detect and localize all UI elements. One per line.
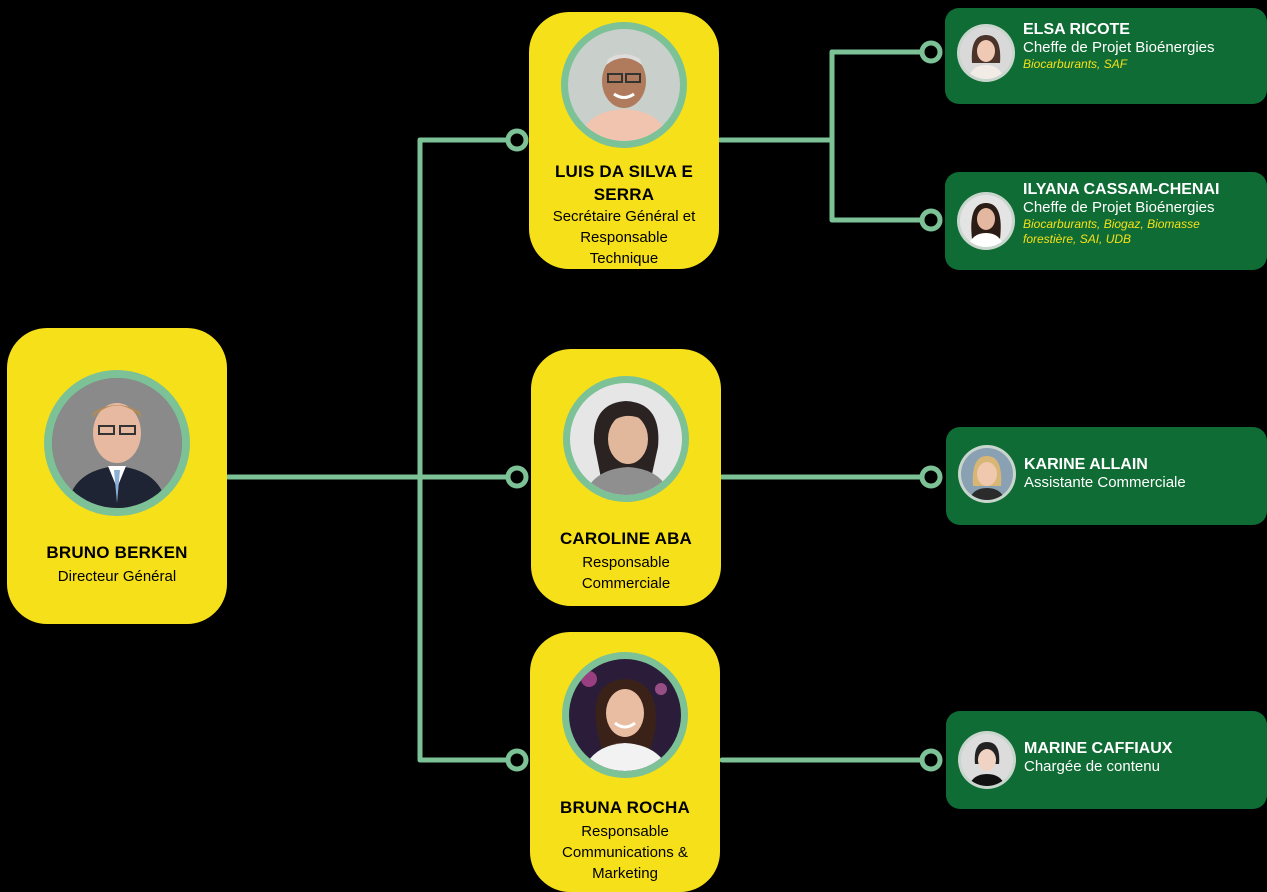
manager-avatar-ring <box>561 22 687 148</box>
staff-text-karine: KARINE ALLAIN Assistante Commerciale <box>1024 427 1186 492</box>
manager-role-caroline: Responsable Commerciale <box>581 554 671 592</box>
staff-name-ilyana: ILYANA CASSAM-CHENAI <box>1023 181 1220 198</box>
manager-card-caroline[interactable]: CAROLINE ABA Responsable Commerciale <box>531 349 721 606</box>
connector-node-marine <box>919 748 943 772</box>
manager-role-bruna: Responsable Communications & Marketing <box>562 823 688 882</box>
staff-photo-ilyana <box>960 195 1012 247</box>
director-avatar-ring <box>44 370 190 516</box>
connector-node-bruna <box>505 748 529 772</box>
connector-node-ilyana <box>919 208 943 232</box>
manager-photo-luis <box>568 29 680 141</box>
staff-card-marine[interactable]: MARINE CAFFIAUX Chargée de contenu <box>946 711 1267 809</box>
staff-photo-elsa <box>960 27 1012 79</box>
staff-role-elsa: Cheffe de Projet Bioénergies <box>1023 39 1215 56</box>
director-name: BRUNO BERKEN <box>46 543 188 562</box>
staff-role-karine: Assistante Commerciale <box>1024 474 1186 491</box>
manager-card-bruna[interactable]: BRUNA ROCHA Responsable Communications &… <box>530 632 720 892</box>
director-role: Directeur Général <box>57 568 177 585</box>
director-card[interactable]: BRUNO BERKEN Directeur Général <box>7 328 227 624</box>
manager-avatar-ring <box>562 652 688 778</box>
staff-avatar-ring <box>957 24 1015 82</box>
staff-text-ilyana: ILYANA CASSAM-CHENAI Cheffe de Projet Bi… <box>1023 172 1267 247</box>
manager-name-caroline: CAROLINE ABA <box>559 529 693 548</box>
staff-card-elsa[interactable]: ELSA RICOTE Cheffe de Projet Bioénergies… <box>945 8 1267 104</box>
staff-avatar-ring <box>958 445 1016 503</box>
staff-focus-elsa: Biocarburants, SAF <box>1023 57 1128 71</box>
staff-text-marine: MARINE CAFFIAUX Chargée de contenu <box>1024 711 1172 776</box>
connector-node-luis <box>505 128 529 152</box>
staff-card-karine[interactable]: KARINE ALLAIN Assistante Commerciale <box>946 427 1267 525</box>
staff-avatar-ring <box>957 192 1015 250</box>
staff-card-ilyana[interactable]: ILYANA CASSAM-CHENAI Cheffe de Projet Bi… <box>945 172 1267 270</box>
manager-role-luis: Secrétaire Général et Responsable Techni… <box>552 208 696 267</box>
manager-name-luis: LUIS DA SILVA E SERRA <box>554 162 694 204</box>
connector-node-caroline <box>505 465 529 489</box>
manager-avatar-ring <box>563 376 689 502</box>
connector-node-elsa <box>919 40 943 64</box>
staff-text-elsa: ELSA RICOTE Cheffe de Projet Bioénergies… <box>1023 8 1215 72</box>
staff-focus-ilyana: Biocarburants, Biogaz, Biomasse forestiè… <box>1023 217 1200 246</box>
staff-name-elsa: ELSA RICOTE <box>1023 21 1130 38</box>
staff-name-marine: MARINE CAFFIAUX <box>1024 740 1173 757</box>
connector-node-karine <box>919 465 943 489</box>
manager-card-luis[interactable]: LUIS DA SILVA E SERRA Secrétaire Général… <box>529 12 719 269</box>
manager-photo-caroline <box>570 383 682 495</box>
staff-role-ilyana: Cheffe de Projet Bioénergies <box>1023 199 1215 216</box>
staff-photo-marine <box>961 734 1013 786</box>
staff-photo-karine <box>961 448 1013 500</box>
staff-name-karine: KARINE ALLAIN <box>1024 456 1148 473</box>
manager-name-bruna: BRUNA ROCHA <box>559 798 690 817</box>
director-photo <box>52 378 182 508</box>
staff-role-marine: Chargée de contenu <box>1024 758 1160 775</box>
staff-avatar-ring <box>958 731 1016 789</box>
manager-photo-bruna <box>569 659 681 771</box>
